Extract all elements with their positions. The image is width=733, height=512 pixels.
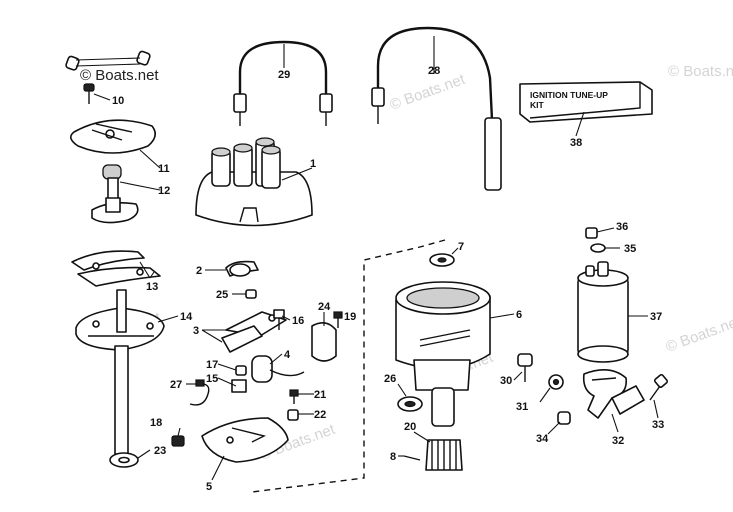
part-29-plug-wire-short xyxy=(233,40,333,126)
part-13-advance-weights xyxy=(71,250,161,287)
part-26-seal xyxy=(397,396,423,412)
callout-21: 21 xyxy=(314,389,326,401)
part-6-distributor-housing xyxy=(395,281,491,427)
part-5-base-plate xyxy=(201,417,289,463)
callout-10: 10 xyxy=(112,95,124,107)
part-34-nut xyxy=(557,411,571,425)
callout-29: 29 xyxy=(278,69,290,81)
part-28-plug-wire-long xyxy=(371,26,502,191)
part-17-nut xyxy=(235,365,247,376)
callout-16: 16 xyxy=(292,315,304,327)
part-2-rotor xyxy=(225,260,259,277)
callout-18: 18 xyxy=(150,417,162,429)
part-21-screw xyxy=(289,389,299,404)
part-32-coil-bracket xyxy=(582,369,645,419)
part-9-screws xyxy=(65,50,151,71)
part-16-screw xyxy=(273,309,285,330)
part-20-gear xyxy=(425,439,463,471)
part-8-pin xyxy=(403,455,421,461)
part-12-cam-shaft xyxy=(91,164,139,224)
part-1-distributor-cap xyxy=(195,137,313,227)
part-19-screw xyxy=(333,311,343,328)
part-11-breaker-plate xyxy=(70,119,156,154)
part-14-distributor-shaft-plate xyxy=(75,289,165,455)
part-37-ignition-coil xyxy=(577,261,629,363)
part-36-nut xyxy=(585,227,598,239)
callout-13: 13 xyxy=(146,281,158,293)
callout-30: 30 xyxy=(500,375,512,387)
callout-20: 20 xyxy=(404,421,416,433)
watermark-faint: © Boats.net xyxy=(664,313,733,356)
callout-23: 23 xyxy=(154,445,166,457)
part-24-condenser-clip xyxy=(311,322,337,362)
callout-6: 6 xyxy=(516,309,522,321)
part-18-nut xyxy=(171,435,185,447)
part-27-ground-wire xyxy=(189,379,210,406)
callout-35: 35 xyxy=(624,243,636,255)
callout-33: 33 xyxy=(652,419,664,431)
callout-1: 1 xyxy=(310,158,316,170)
callout-24: 24 xyxy=(318,301,331,313)
callout-31: 31 xyxy=(516,401,528,413)
part-31-washer xyxy=(548,374,564,390)
callout-5: 5 xyxy=(206,481,212,493)
callout-4: 4 xyxy=(284,349,291,361)
callout-34: 34 xyxy=(536,433,549,445)
callout-22: 22 xyxy=(314,409,326,421)
part-10-screw xyxy=(83,83,95,104)
part-3-breaker-points xyxy=(221,311,287,353)
kit-label-line2: KIT xyxy=(530,100,545,110)
part-30-terminal-screw xyxy=(517,353,533,382)
callout-19: 19 xyxy=(344,311,356,323)
callout-8: 8 xyxy=(390,451,396,463)
callout-15: 15 xyxy=(206,373,218,385)
part-4-condenser xyxy=(251,355,305,383)
kit-label-line1: IGNITION TUNE-UP xyxy=(530,90,608,100)
callout-37: 37 xyxy=(650,311,662,323)
callout-26: 26 xyxy=(384,373,396,385)
part-23-washer xyxy=(109,452,139,468)
callout-38: 38 xyxy=(570,137,582,149)
callout-7: 7 xyxy=(458,241,464,253)
part-33-bolt xyxy=(649,373,669,401)
callout-25: 25 xyxy=(216,289,228,301)
callout-leaders xyxy=(93,36,659,481)
callout-12: 12 xyxy=(158,185,170,197)
part-7-felt-washer xyxy=(429,253,455,267)
watermark-faint: © Boats.net xyxy=(668,63,733,80)
callout-labels: 1 2 3 4 5 6 7 8 10 11 12 13 14 15 16 17 … xyxy=(112,65,664,493)
callout-17: 17 xyxy=(206,359,218,371)
callout-27: 27 xyxy=(170,379,182,391)
callout-2: 2 xyxy=(196,265,202,277)
callout-14: 14 xyxy=(180,311,193,323)
part-38-tune-up-kit: IGNITION TUNE-UP KIT xyxy=(519,81,653,123)
part-22-washer xyxy=(287,409,299,421)
callout-36: 36 xyxy=(616,221,628,233)
part-15-clip xyxy=(231,379,247,393)
watermark-boats-net: © Boats.net xyxy=(80,67,159,84)
part-35-washer xyxy=(590,243,606,253)
part-25-felt xyxy=(245,289,257,299)
callout-3: 3 xyxy=(193,325,199,337)
callout-11: 11 xyxy=(158,163,170,175)
callout-32: 32 xyxy=(612,435,624,447)
callout-28: 28 xyxy=(428,65,440,77)
watermark-faint: © Boats.net xyxy=(388,71,468,114)
